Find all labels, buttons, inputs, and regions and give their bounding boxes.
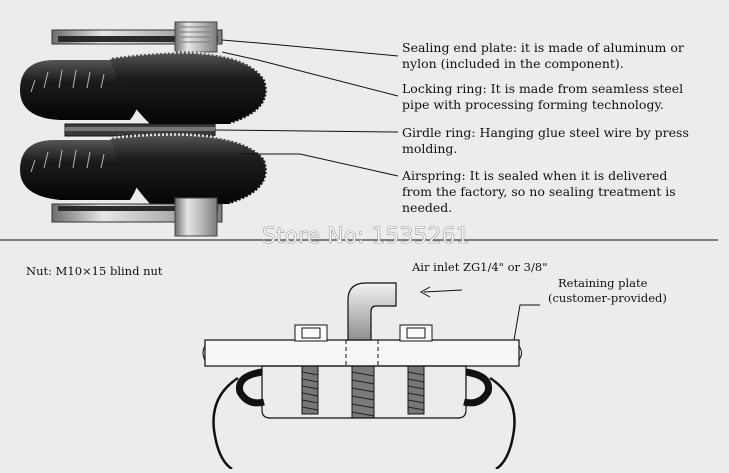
right-bolt [399,324,433,415]
leader-girdle-ring [214,129,399,133]
leader-retaining-plate [513,304,540,341]
upper-bellow-left [20,60,140,120]
leader-sealing-end-plate [221,39,399,57]
air-spring-illustration [20,21,268,237]
bellow-wall-right [489,376,516,471]
lower-bellow-left [20,140,140,200]
bellow-bead-right [463,368,493,407]
leader-locking-ring [221,51,399,97]
bellow-wall-left [212,376,239,471]
spring-end-plate [261,365,467,419]
top-labels: Sealing end plate: it is made of aluminu… [401,40,689,215]
top-leader-lines [214,39,399,177]
label-airspring: Airspring: It is sealed when it is deliv… [401,168,676,215]
label-sealing-end-plate: Sealing end plate: it is made of aluminu… [402,40,684,71]
label-girdle-ring: Girdle ring: Hanging glue steel wire by … [402,125,689,156]
label-retaining-plate: Retaining plate(customer-provided) [548,276,667,305]
left-bolt [294,324,328,415]
retaining-plate [204,339,520,367]
label-locking-ring: Locking ring: It is made from seamless s… [402,81,683,112]
leader-airspring [240,153,399,177]
label-nut: Nut: M10×15 blind nut [26,264,163,278]
lower-bellow-right [110,134,267,204]
label-air-inlet: Air inlet ZG1/4" or 3/8" [411,260,547,274]
bellow-bead-left [235,368,265,407]
bottom-thread-boss [174,197,218,237]
air-inlet-arrow [419,286,463,298]
elbow-fitting [347,282,397,341]
store-watermark: Store No: 1535261 [262,224,469,249]
upper-bellow-right [110,52,267,124]
installation-drawing [202,282,522,471]
